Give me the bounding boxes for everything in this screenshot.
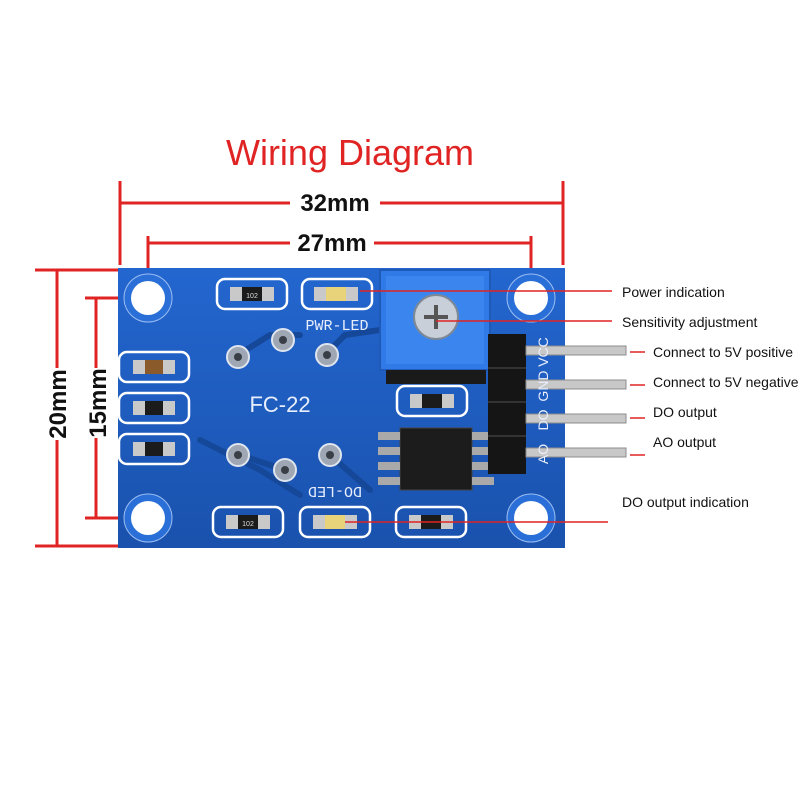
callout-connect-5v-negative: Connect to 5V negative bbox=[653, 374, 799, 390]
dim-32-label: 32mm bbox=[300, 190, 369, 217]
left-components bbox=[117, 350, 191, 466]
callout-do-output-indication: DO output indication bbox=[622, 494, 749, 510]
pin-gnd bbox=[525, 379, 627, 390]
callout-connect-5v-positive: Connect to 5V positive bbox=[653, 344, 794, 360]
mounting-hole-bottom-right bbox=[514, 501, 548, 535]
pin-label-do: DO bbox=[535, 409, 551, 430]
do-led-label: DO-LED bbox=[308, 482, 362, 499]
callout-do-output: DO output bbox=[653, 404, 717, 420]
mounting-hole-top-right bbox=[514, 281, 548, 315]
dim-20-label: 20mm bbox=[45, 369, 72, 438]
capacitor bbox=[395, 384, 469, 418]
do-led bbox=[298, 505, 372, 539]
resistor-top: 102 bbox=[215, 277, 289, 311]
pin-header bbox=[488, 334, 627, 474]
pwr-led-label: PWR-LED bbox=[305, 318, 368, 335]
resistor-bottom-label: 102 bbox=[242, 521, 254, 528]
dimension-lines bbox=[35, 181, 565, 548]
mounting-holes bbox=[123, 273, 556, 543]
pin-label-gnd: GND bbox=[535, 370, 551, 401]
leader-lines bbox=[345, 290, 645, 523]
vias bbox=[226, 328, 342, 482]
diagram-title: Wiring Diagram bbox=[225, 132, 475, 173]
pin-do bbox=[525, 413, 627, 424]
dim-15-label: 15mm bbox=[85, 368, 112, 437]
dim-27-label: 27mm bbox=[297, 230, 366, 257]
resistor-bottom: 102 bbox=[211, 505, 285, 539]
sensor-board: 102 PWR-LED bbox=[117, 268, 627, 548]
pin-label-vcc: VCC bbox=[535, 337, 551, 367]
resistor-top-label: 102 bbox=[246, 293, 258, 300]
board-model-label: FC-22 bbox=[249, 392, 310, 417]
callout-sensitivity-adjustment: Sensitivity adjustment bbox=[622, 314, 758, 330]
pin-label-ao: AO bbox=[535, 444, 551, 464]
pin-labels: VCC GND DO AO bbox=[535, 337, 551, 464]
pin-vcc bbox=[525, 345, 627, 356]
pin-ao bbox=[525, 447, 627, 458]
potentiometer bbox=[379, 269, 491, 384]
power-led bbox=[300, 277, 374, 311]
callout-power-indication: Power indication bbox=[622, 284, 725, 300]
mounting-hole-top-left bbox=[131, 281, 165, 315]
comparator-chip bbox=[378, 427, 494, 491]
mounting-hole-bottom-left bbox=[131, 501, 165, 535]
callout-ao-output: AO output bbox=[653, 434, 717, 450]
